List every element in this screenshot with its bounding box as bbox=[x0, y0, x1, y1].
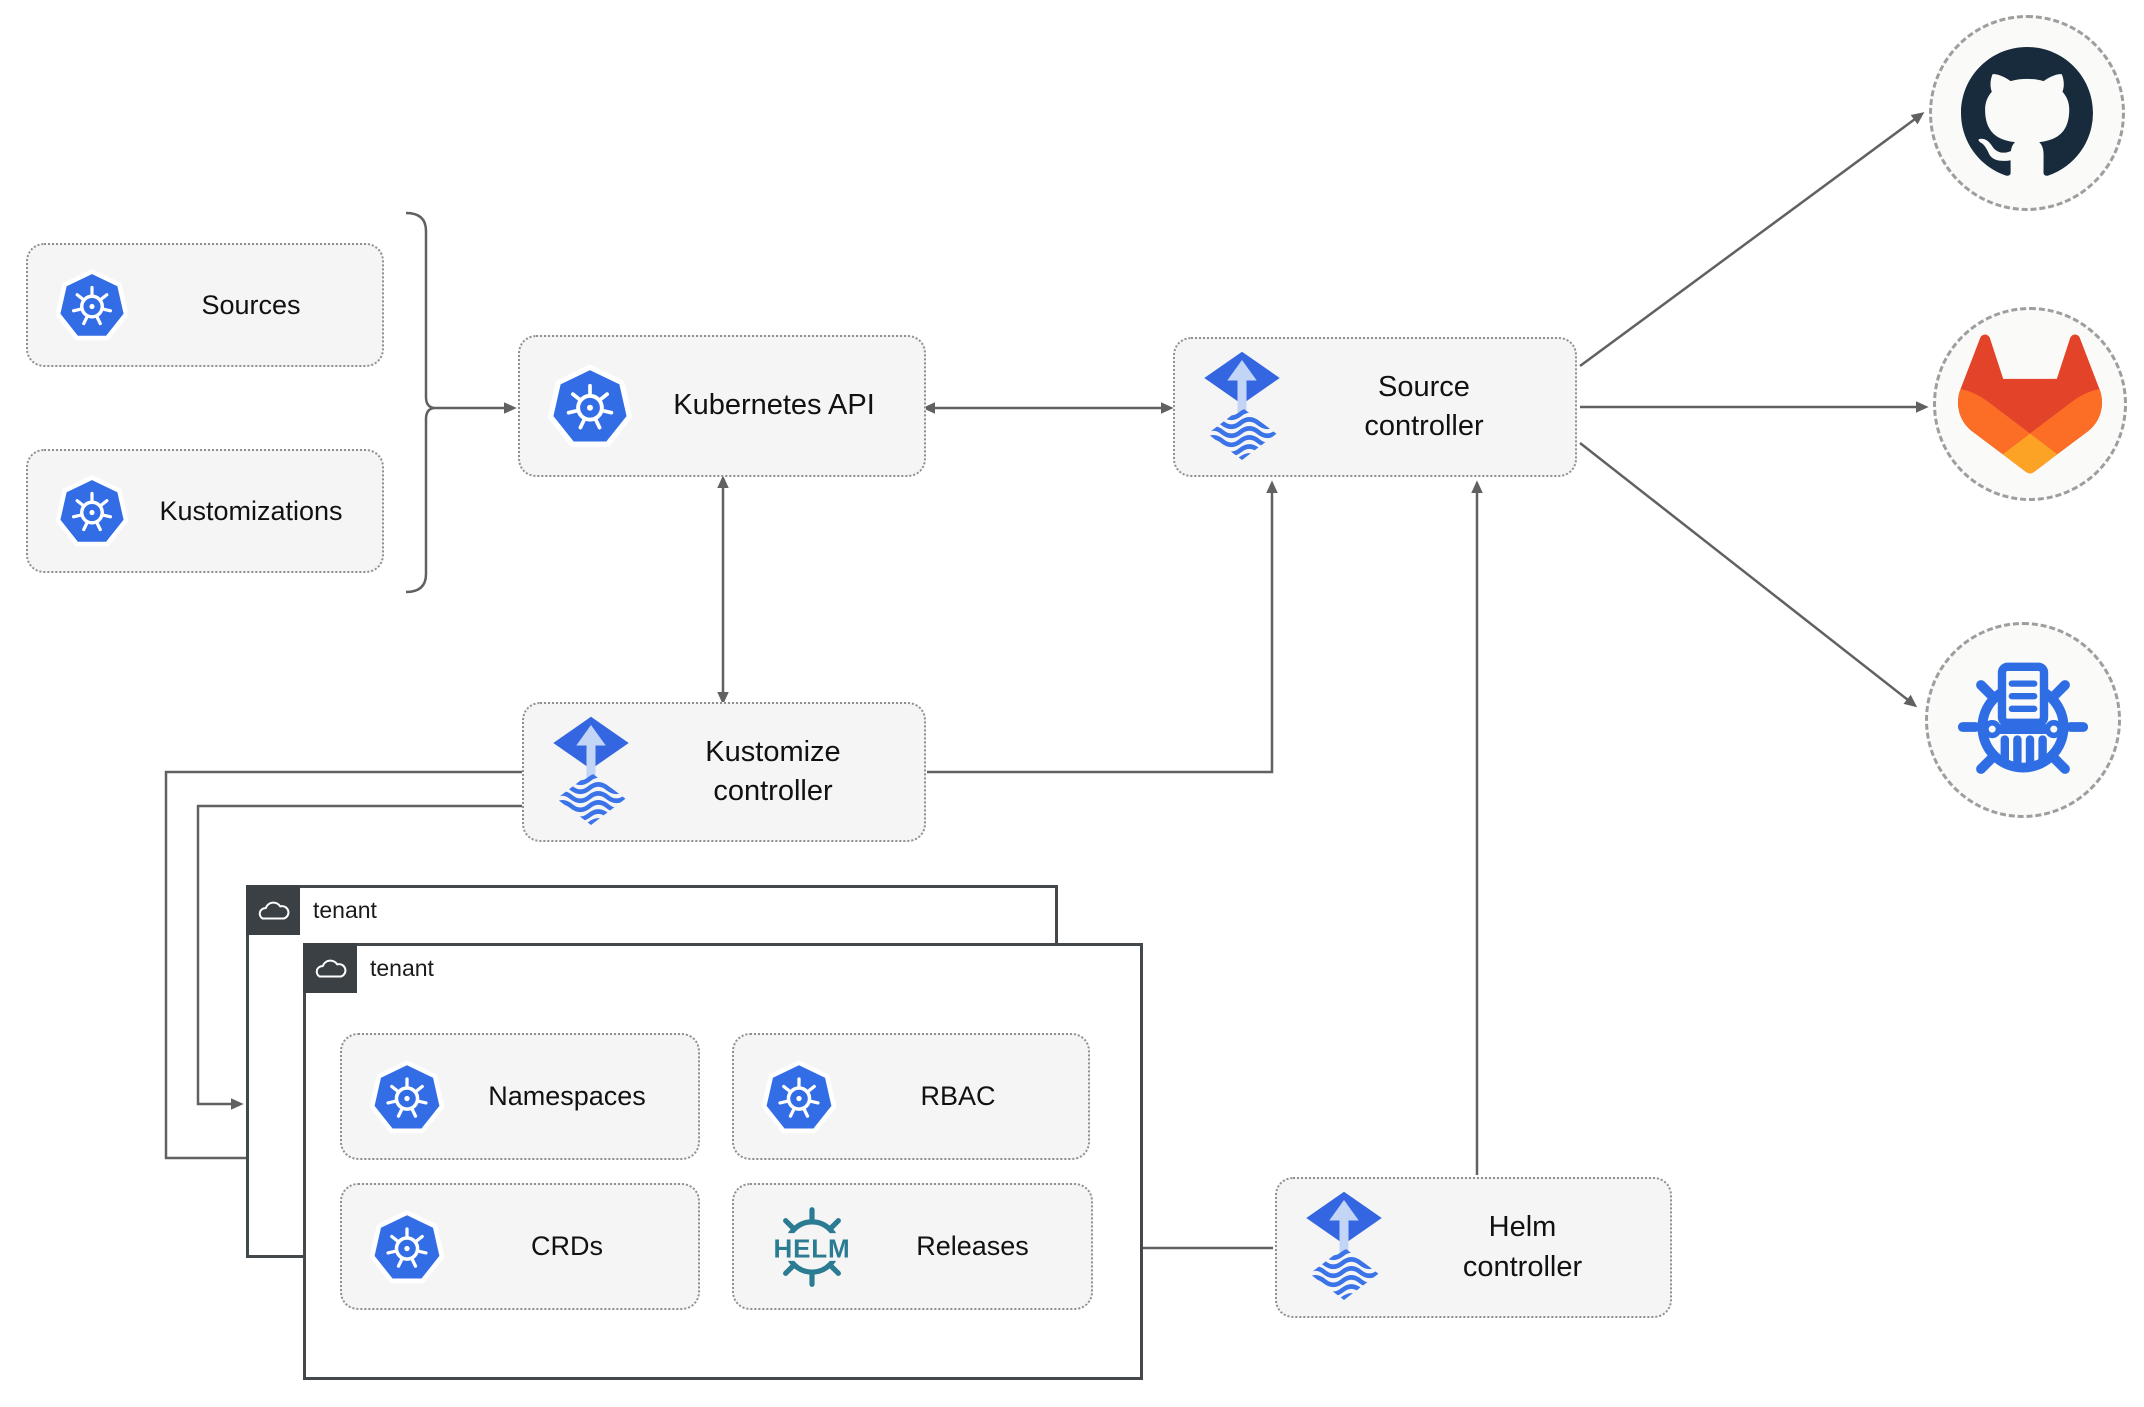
connector-kustomize-controller-inner-tenant bbox=[164, 770, 522, 1164]
bracket-sources-group bbox=[405, 211, 435, 594]
crds-label: CRDs bbox=[531, 1231, 603, 1262]
kubernetes-api-label: Kubernetes API bbox=[673, 389, 875, 422]
kustomize-controller-box[interactable]: Kustomize controller bbox=[522, 702, 926, 842]
github-icon bbox=[1961, 47, 2093, 176]
kustomize-controller-label: Kustomize controller bbox=[705, 735, 841, 807]
helm-controller-box[interactable]: Helm controller bbox=[1275, 1177, 1672, 1318]
outer-tenant-label: tenant bbox=[313, 896, 377, 923]
source-controller-label: Source controller bbox=[1364, 370, 1484, 442]
outer-tenant-badge bbox=[246, 885, 300, 935]
gitlab-endpoint[interactable] bbox=[1933, 307, 2127, 501]
crds-box[interactable]: CRDs bbox=[340, 1183, 700, 1310]
inner-tenant-badge bbox=[303, 943, 357, 993]
connector-source-controller-helm-repository bbox=[1579, 442, 1918, 708]
connector-kustomize-controller-outer-tenant bbox=[196, 804, 522, 1110]
namespaces-label: Namespaces bbox=[488, 1081, 646, 1112]
kubernetes-api-box[interactable]: Kubernetes API bbox=[518, 335, 926, 477]
releases-box[interactable]: HELM Releases bbox=[732, 1183, 1093, 1310]
rbac-label: RBAC bbox=[920, 1081, 996, 1112]
flux-icon bbox=[550, 715, 632, 830]
kubernetes-icon bbox=[760, 1058, 838, 1136]
source-controller-box[interactable]: Source controller bbox=[1173, 337, 1577, 477]
kubernetes-icon bbox=[54, 267, 130, 343]
helm-icon: HELM bbox=[760, 1203, 864, 1291]
flux-icon bbox=[1303, 1190, 1385, 1305]
cloud-icon bbox=[258, 901, 290, 920]
connector-kustomize-controller-source-controller bbox=[927, 480, 1278, 774]
kubernetes-icon bbox=[546, 362, 634, 450]
kustomizations-label: Kustomizations bbox=[159, 495, 343, 526]
namespaces-box[interactable]: Namespaces bbox=[340, 1033, 700, 1160]
kubernetes-icon bbox=[54, 473, 130, 549]
sources-label: Sources bbox=[201, 289, 301, 320]
helm-repository-endpoint[interactable] bbox=[1925, 622, 2121, 818]
inner-tenant-label: tenant bbox=[370, 954, 434, 981]
cloud-icon bbox=[315, 959, 347, 978]
kustomizations-box[interactable]: Kustomizations bbox=[26, 449, 384, 573]
connector-source-controller-github bbox=[1579, 112, 1925, 368]
helm-repository-icon bbox=[1957, 662, 2089, 774]
kubernetes-icon bbox=[368, 1208, 446, 1286]
kubernetes-icon bbox=[368, 1058, 446, 1136]
gitlab-icon bbox=[1957, 334, 2103, 474]
github-endpoint[interactable] bbox=[1929, 15, 2125, 211]
helm-logo-text: HELM bbox=[773, 1233, 850, 1263]
helm-controller-label: Helm controller bbox=[1462, 1211, 1583, 1283]
rbac-box[interactable]: RBAC bbox=[732, 1033, 1090, 1160]
flux-icon bbox=[1201, 350, 1283, 465]
releases-label: Releases bbox=[916, 1231, 1029, 1262]
sources-box[interactable]: Sources bbox=[26, 243, 384, 367]
inner-tenant-group[interactable]: tenant bbox=[303, 943, 1143, 1380]
